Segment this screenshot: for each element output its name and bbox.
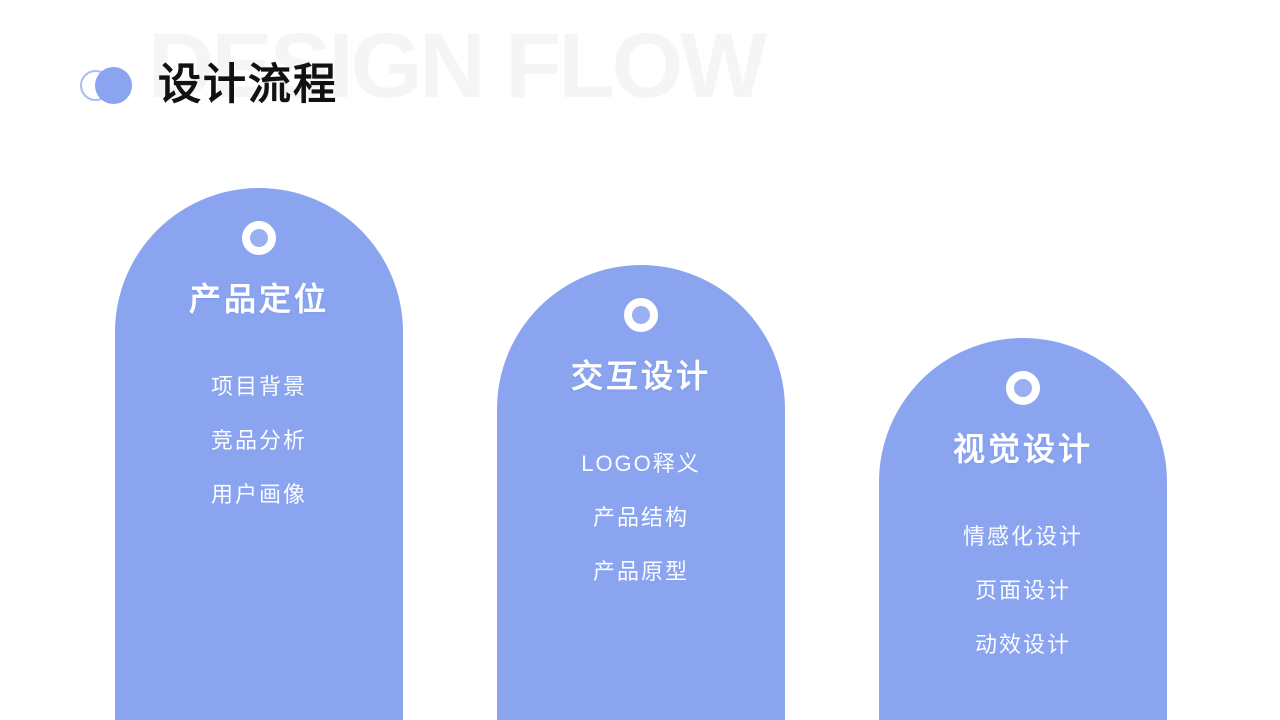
ring-icon: [624, 298, 658, 332]
card-title: 视觉设计: [952, 431, 1093, 467]
card-item: 产品结构: [592, 505, 689, 530]
flow-card-visual-design: 视觉设计 情感化设计 页面设计 动效设计: [879, 338, 1167, 720]
flow-card-product-positioning: 产品定位 项目背景 竞品分析 用户画像: [115, 188, 403, 720]
card-item-list: 项目背景 竞品分析 用户画像: [211, 374, 307, 536]
card-item: 产品原型: [592, 559, 689, 584]
flow-card-interaction-design: 交互设计 LOGO释义 产品结构 产品原型: [497, 265, 785, 720]
filled-circle-icon: [95, 66, 132, 104]
page-title: 设计流程: [158, 60, 338, 110]
card-item: LOGO释义: [581, 451, 701, 476]
watermark-text: DESIGN FLOW: [148, 15, 767, 117]
card-item: 项目背景: [210, 374, 307, 399]
card-item: 用户画像: [210, 482, 307, 507]
card-title: 交互设计: [570, 358, 711, 394]
card-item: 竞品分析: [210, 428, 307, 453]
card-item: 情感化设计: [962, 524, 1083, 549]
card-item: 页面设计: [974, 578, 1071, 603]
card-title: 产品定位: [188, 281, 329, 317]
ring-icon: [242, 221, 276, 255]
card-item-list: LOGO释义 产品结构 产品原型: [581, 451, 701, 613]
overlapping-circles-icon: [80, 66, 132, 106]
card-item: 动效设计: [974, 632, 1071, 657]
slide-header: 设计流程: [80, 60, 338, 110]
card-item-list: 情感化设计 页面设计 动效设计: [963, 524, 1083, 686]
ring-icon: [1006, 371, 1040, 405]
